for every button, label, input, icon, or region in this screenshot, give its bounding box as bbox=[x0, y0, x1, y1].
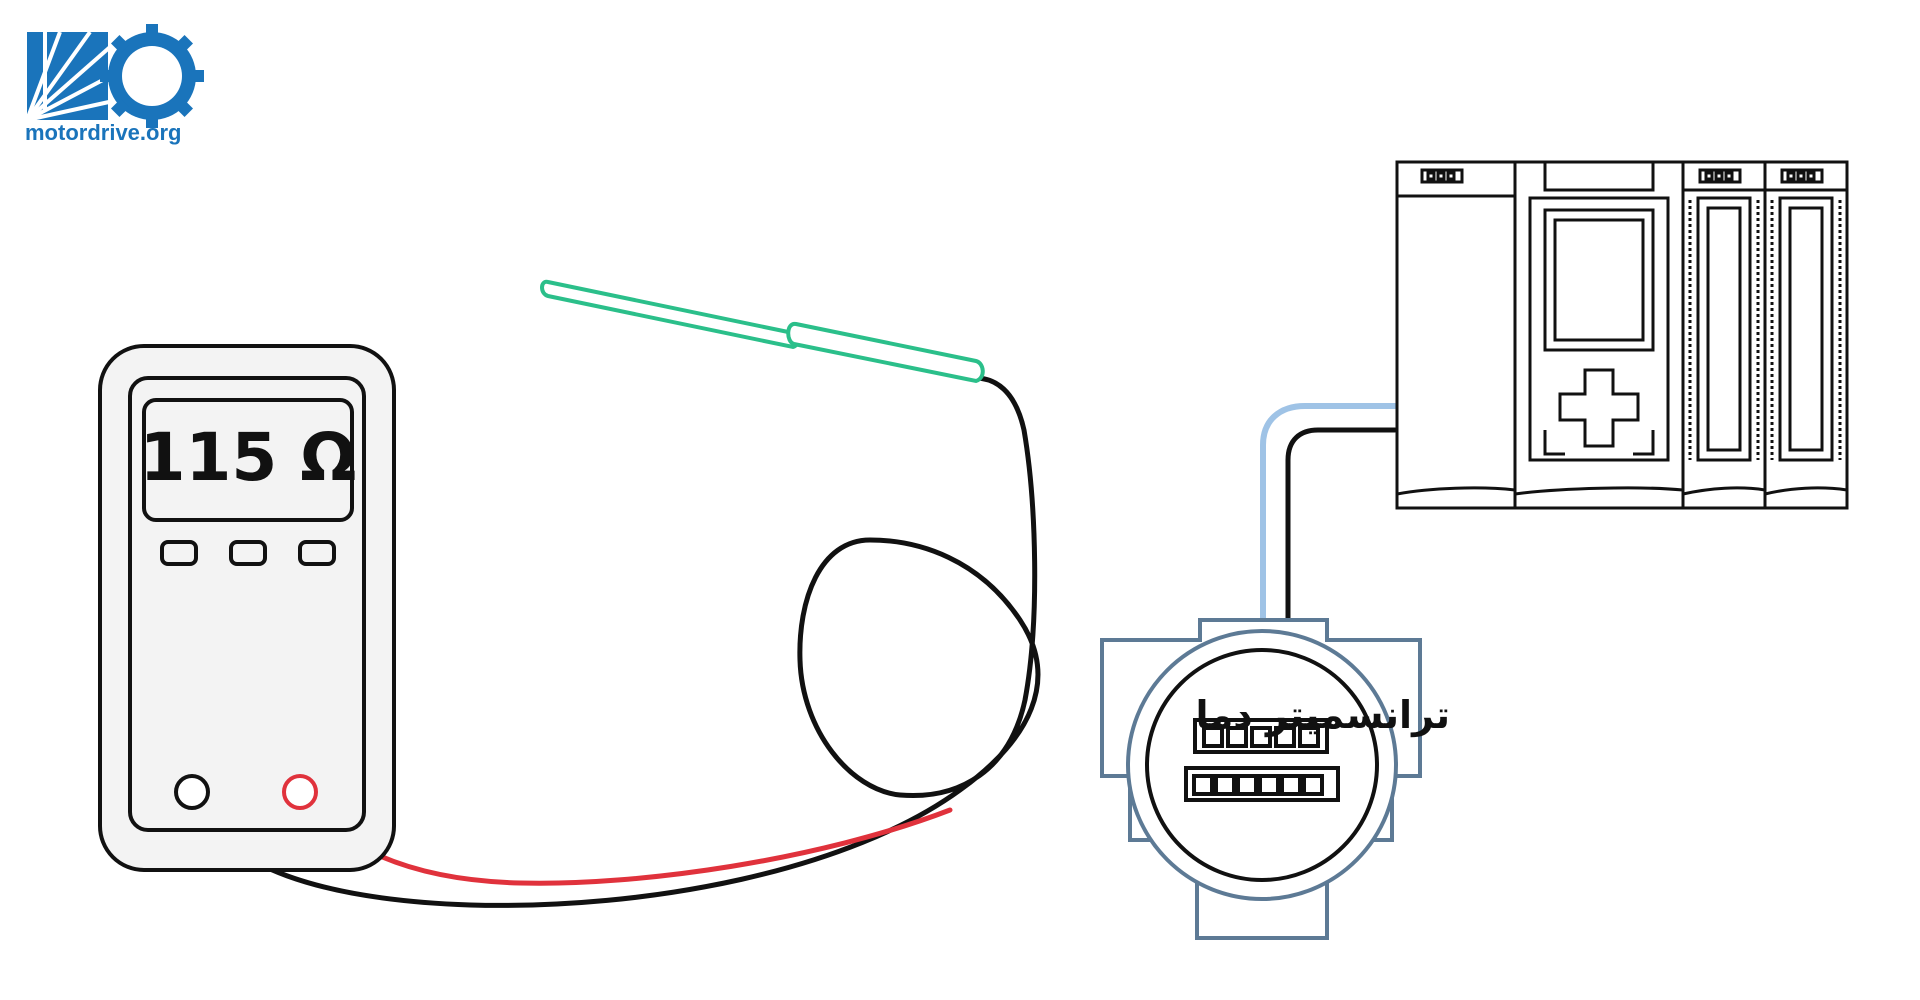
multimeter-reading: 115 Ω bbox=[140, 419, 357, 496]
temperature-probe[interactable] bbox=[540, 279, 985, 384]
probe-rod bbox=[540, 279, 801, 350]
red-lead-wire bbox=[297, 789, 953, 886]
terminal-block-top bbox=[1193, 718, 1329, 754]
plc-io-module-1 bbox=[1681, 160, 1767, 510]
motordrive-logo[interactable]: motordrive.org bbox=[25, 24, 204, 145]
black-lead-wire bbox=[189, 375, 1041, 908]
signal-wire-blue bbox=[1260, 403, 1398, 723]
multimeter-button-2[interactable] bbox=[229, 540, 267, 566]
plc-rack[interactable] bbox=[1395, 160, 1849, 510]
logo-emblem-icon bbox=[25, 24, 204, 128]
logo-text: motordrive.org bbox=[25, 120, 181, 145]
probe-handle bbox=[786, 321, 985, 384]
transmitter-label: ترانسمیتر دما bbox=[1195, 693, 1450, 737]
multimeter-button-3[interactable] bbox=[298, 540, 336, 566]
multimeter-button-1[interactable] bbox=[160, 540, 198, 566]
plc-cross-icon bbox=[1558, 368, 1640, 448]
multimeter-display bbox=[142, 398, 354, 522]
multimeter-com-jack[interactable] bbox=[174, 774, 210, 810]
transmitter-inner-ring bbox=[1145, 648, 1379, 882]
signal-wire-black bbox=[1285, 427, 1398, 723]
multimeter-ohm-jack[interactable] bbox=[282, 774, 318, 810]
plc-io-module-2 bbox=[1763, 160, 1849, 510]
plc-cpu-module bbox=[1513, 160, 1685, 510]
terminal-block-bottom bbox=[1184, 766, 1340, 802]
temperature-transmitter[interactable] bbox=[1100, 618, 1422, 940]
multimeter[interactable]: 115 Ω bbox=[98, 344, 396, 872]
plc-power-module bbox=[1395, 160, 1517, 510]
